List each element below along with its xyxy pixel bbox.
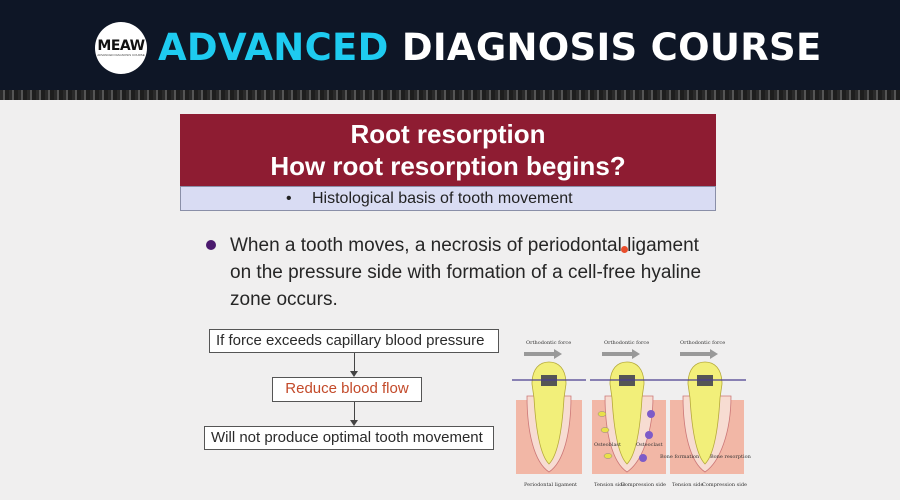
course-title-main: DIAGNOSIS COURSE	[401, 26, 822, 69]
course-banner: MEAW ADVANCED DIAGNOSIS COURSE ADVANCED …	[0, 0, 900, 90]
panel3-caption-compression: Compression side	[702, 482, 747, 488]
force-arrow-icon	[602, 349, 640, 359]
flowchart-step-2: Reduce blood flow	[272, 377, 422, 402]
meaw-logo: MEAW ADVANCED DIAGNOSIS COURSE	[95, 22, 147, 74]
course-title-accent: ADVANCED	[158, 26, 389, 69]
force-label-1: Orthodontic force	[526, 340, 571, 346]
tooth-shape	[687, 361, 723, 465]
osteoclast-label: Osteoclast	[636, 442, 663, 448]
osteoclast-cell	[645, 431, 653, 439]
osteoblast-cell	[600, 427, 610, 433]
main-bullet-text: When a tooth moves, a necrosis of period…	[230, 235, 702, 310]
osteoclast-cell	[647, 410, 655, 418]
slide-title: Root resorption	[350, 119, 546, 149]
flowchart-step-1: If force exceeds capillary blood pressur…	[209, 329, 499, 353]
banner-divider	[0, 90, 900, 100]
osteoclast-cell	[639, 454, 647, 462]
flowchart-arrow-1	[354, 353, 355, 371]
force-arrow-icon	[524, 349, 562, 359]
tooth-movement-figure: Orthodontic force Periodontal ligament O…	[512, 332, 756, 492]
course-title: ADVANCED DIAGNOSIS COURSE	[158, 22, 822, 74]
osteoblast-cell	[603, 453, 613, 459]
tooth-diagram-svg: Orthodontic force Periodontal ligament O…	[512, 340, 752, 488]
laser-pointer-dot	[621, 246, 628, 253]
slide-subtitle: How root resorption begins?	[270, 151, 626, 181]
logo-text: MEAW	[97, 37, 145, 54]
subheader-text: Histological basis of tooth movement	[312, 190, 573, 207]
flowchart-arrowhead-1	[350, 371, 358, 377]
logo-subtext: ADVANCED DIAGNOSIS COURSE	[97, 52, 145, 57]
panel2-caption-compression: Compression side	[621, 482, 666, 488]
flowchart-arrowhead-2	[350, 420, 358, 426]
panel1-caption: Periodontal ligament	[524, 482, 577, 488]
flowchart-step-3: Will not produce optimal tooth movement	[204, 426, 494, 450]
bone-formation-label: Bone formation	[660, 454, 700, 460]
flowchart-arrow-2	[354, 402, 355, 420]
bone-resorption-label: Bone resorption	[710, 454, 752, 460]
tooth-shape	[609, 361, 645, 465]
slide-subheader: • Histological basis of tooth movement	[180, 186, 716, 211]
osteoblast-cell	[597, 411, 607, 417]
osteoblast-label: Osteoblast	[594, 442, 621, 448]
figure-panel-3: Orthodontic force Bone formation Bone re…	[660, 340, 752, 488]
panel2-caption-tension: Tension side	[594, 482, 625, 488]
force-label-2: Orthodontic force	[604, 340, 649, 346]
force-label-3: Orthodontic force	[680, 340, 725, 346]
slide-title-box: Root resorption How root resorption begi…	[180, 114, 716, 186]
force-arrow-icon	[680, 349, 718, 359]
figure-panel-1: Orthodontic force Periodontal ligament	[512, 340, 586, 488]
bullet-point-icon	[206, 240, 216, 250]
panel3-caption-tension: Tension side	[672, 482, 703, 488]
figure-panel-2: Orthodontic force Osteoblast Osteoclast …	[590, 340, 668, 488]
tooth-shape	[531, 361, 567, 465]
subheader-bullet: •	[286, 190, 292, 207]
